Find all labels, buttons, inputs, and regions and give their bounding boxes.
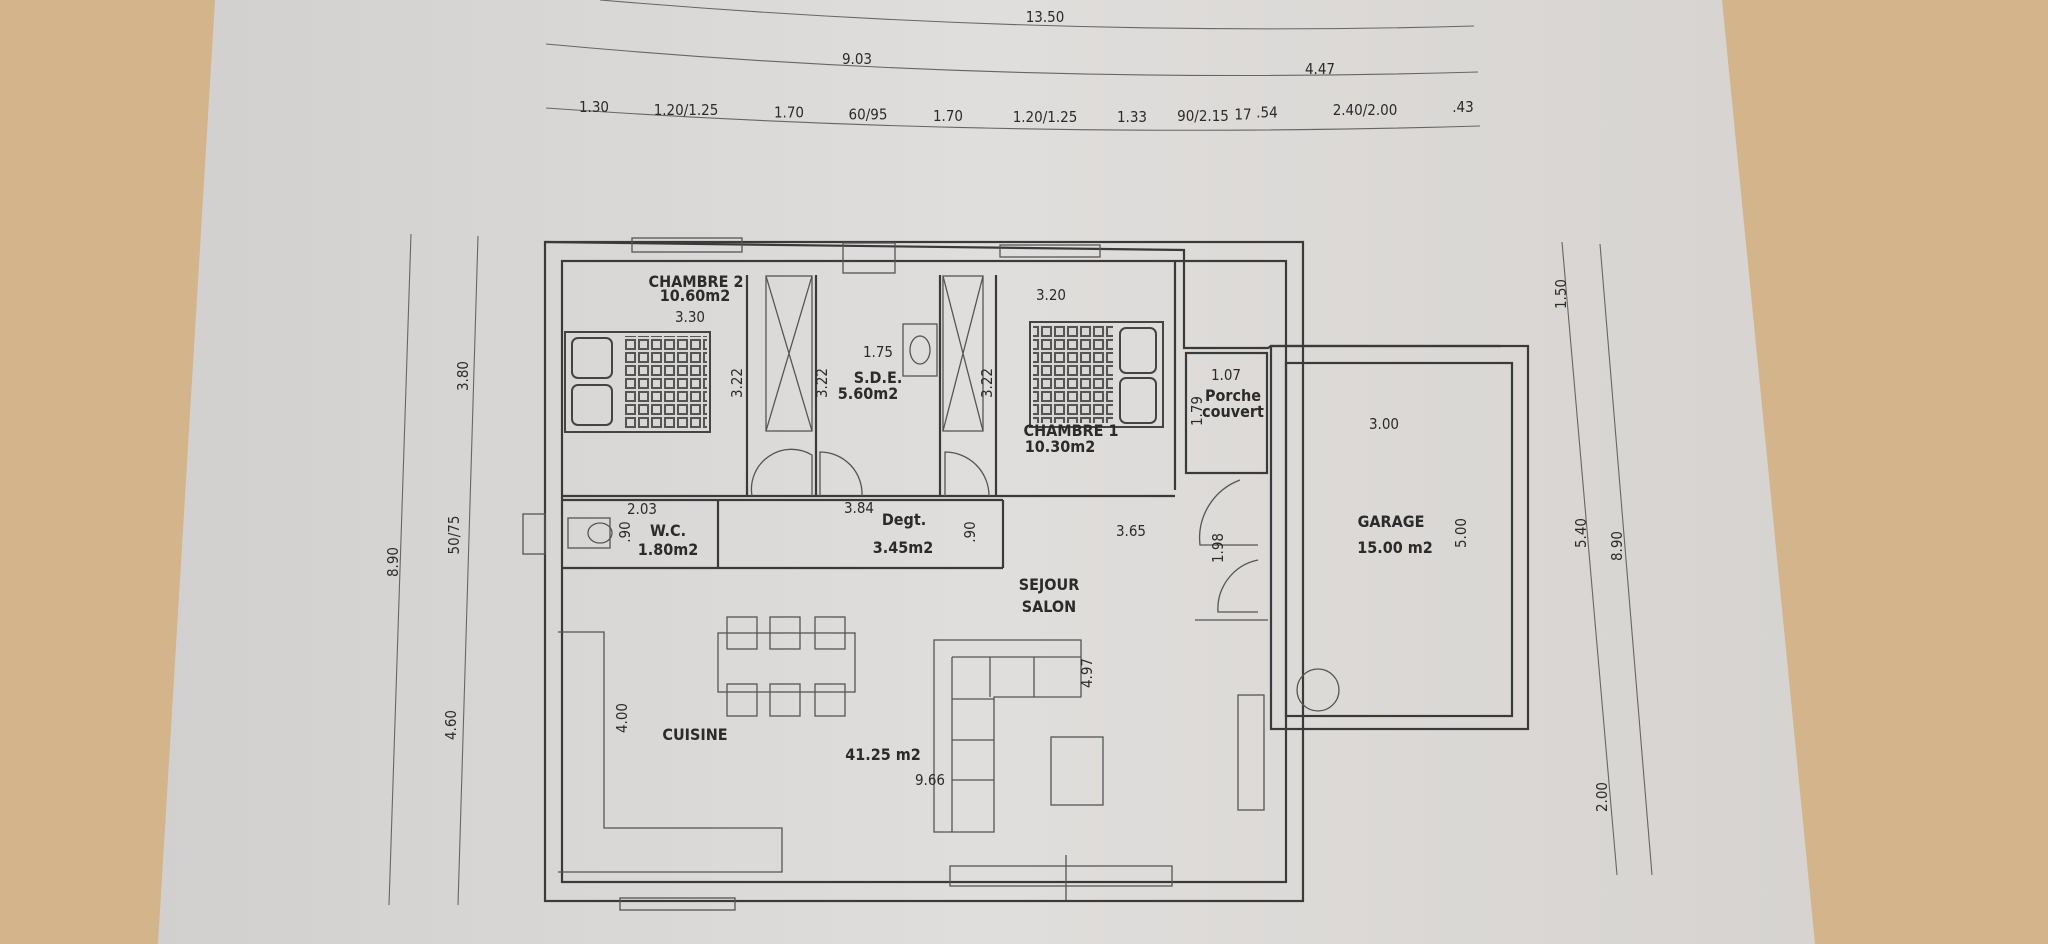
opening-dimension-label: 1.33 <box>1117 108 1147 126</box>
dimension-label-overall-dimensions-house-width: 9.03 <box>842 50 872 68</box>
room-label-garage-area: 15.00 m2 <box>1357 538 1433 557</box>
dimension-label-wc-depth: .90 <box>616 521 634 542</box>
dimension-label-porche-width: 1.07 <box>1211 366 1241 384</box>
dimension-label-porche-depth: 1.79 <box>1188 396 1206 426</box>
dimension-label-garage-depth: 5.00 <box>1452 518 1470 548</box>
room-label-chambre1-name: CHAMBRE 1 <box>1024 421 1119 440</box>
dimension-label-overall-dimensions-total-width: 13.50 <box>1026 8 1065 26</box>
dimension-label-right-2: 8.90 <box>1608 531 1626 561</box>
beds <box>564 321 1164 433</box>
fixtures <box>558 275 1340 900</box>
opening-dimension-label: 1.20/1.25 <box>1013 108 1078 126</box>
dimension-label-overall-dimensions-garage-width: 4.47 <box>1305 60 1335 78</box>
room-label-porche-name1: Porche <box>1205 386 1261 405</box>
room-label-sejour-area: 41.25 m2 <box>845 745 921 764</box>
dimension-label-sejour-total-width: 9.66 <box>915 771 945 789</box>
opening-dimension-label: 1.70 <box>933 107 963 125</box>
dimension-label-degt-depth: .90 <box>961 521 979 542</box>
opening-dimension-label: 90/2.15 <box>1177 107 1229 125</box>
dimension-label-cuisine-depth: 4.00 <box>613 703 631 733</box>
opening-dimension-label: 60/95 <box>849 106 888 124</box>
room-label-cuisine-name: CUISINE <box>662 725 727 744</box>
dimension-label-sde-depth: 3.22 <box>813 368 831 398</box>
room-label-sejour-name2: SALON <box>1022 597 1076 616</box>
room-label-wc-name: W.C. <box>650 521 686 540</box>
dimension-lines <box>388 0 1653 906</box>
dimension-label-right-0: 1.50 <box>1552 279 1570 309</box>
opening-dimension-label: 2.40/2.00 <box>1333 101 1398 119</box>
room-label-garage-name: GARAGE <box>1358 512 1425 531</box>
room-label-degt-area: 3.45m2 <box>873 538 934 557</box>
dimension-label-chambre2-depth: 3.22 <box>728 368 746 398</box>
dimension-label-chambre1-depth: 3.22 <box>978 368 996 398</box>
room-label-wc-area: 1.80m2 <box>638 540 699 559</box>
room-label-chambre2-area: 10.60m2 <box>660 286 731 305</box>
dimension-label-left-0: 8.90 <box>384 547 402 577</box>
opening-dimension-label: 17 <box>1234 106 1251 124</box>
room-label-sde-name: S.D.E. <box>854 368 903 387</box>
dimension-label-sejour-entry: 1.98 <box>1209 533 1227 563</box>
dimension-label-right-3: 2.00 <box>1593 782 1611 812</box>
room-label-sejour-name1: SEJOUR <box>1019 575 1080 594</box>
opening-dimension-label: .43 <box>1452 98 1473 116</box>
room-label-chambre1-area: 10.30m2 <box>1025 437 1096 456</box>
dimension-label-left-2: 50/75 <box>445 516 463 555</box>
dimension-label-chambre2-width: 3.30 <box>675 308 705 326</box>
opening-dimension-label: 1.70 <box>774 103 804 121</box>
dimension-label-wc-width: 2.03 <box>627 500 657 518</box>
dimension-label-sejour-width: 3.65 <box>1116 522 1146 540</box>
room-label-porche-name2: couvert <box>1202 402 1264 421</box>
opening-dimension-label: .54 <box>1256 103 1277 121</box>
opening-dimension-label: 1.20/1.25 <box>654 101 719 119</box>
room-label-chambre2-name: CHAMBRE 2 <box>649 272 744 291</box>
paper-sheet <box>158 0 1815 944</box>
dimension-label-garage-width: 3.00 <box>1369 415 1399 433</box>
walls <box>522 237 1530 911</box>
dimension-label-left-3: 4.60 <box>442 710 460 740</box>
opening-dimension-label: 1.30 <box>579 98 609 116</box>
dimension-label-right-1: 5.40 <box>1572 518 1590 548</box>
dimension-label-left-1: 3.80 <box>454 361 472 391</box>
room-label-degt-name: Degt. <box>882 510 926 529</box>
dimension-label-degt-width: 3.84 <box>844 499 874 517</box>
dimension-label-chambre1-width: 3.20 <box>1036 286 1066 304</box>
dimension-label-sde-width: 1.75 <box>863 343 893 361</box>
dimension-label-sejour-depth: 4.97 <box>1078 658 1096 688</box>
room-label-sde-area: 5.60m2 <box>838 384 899 403</box>
